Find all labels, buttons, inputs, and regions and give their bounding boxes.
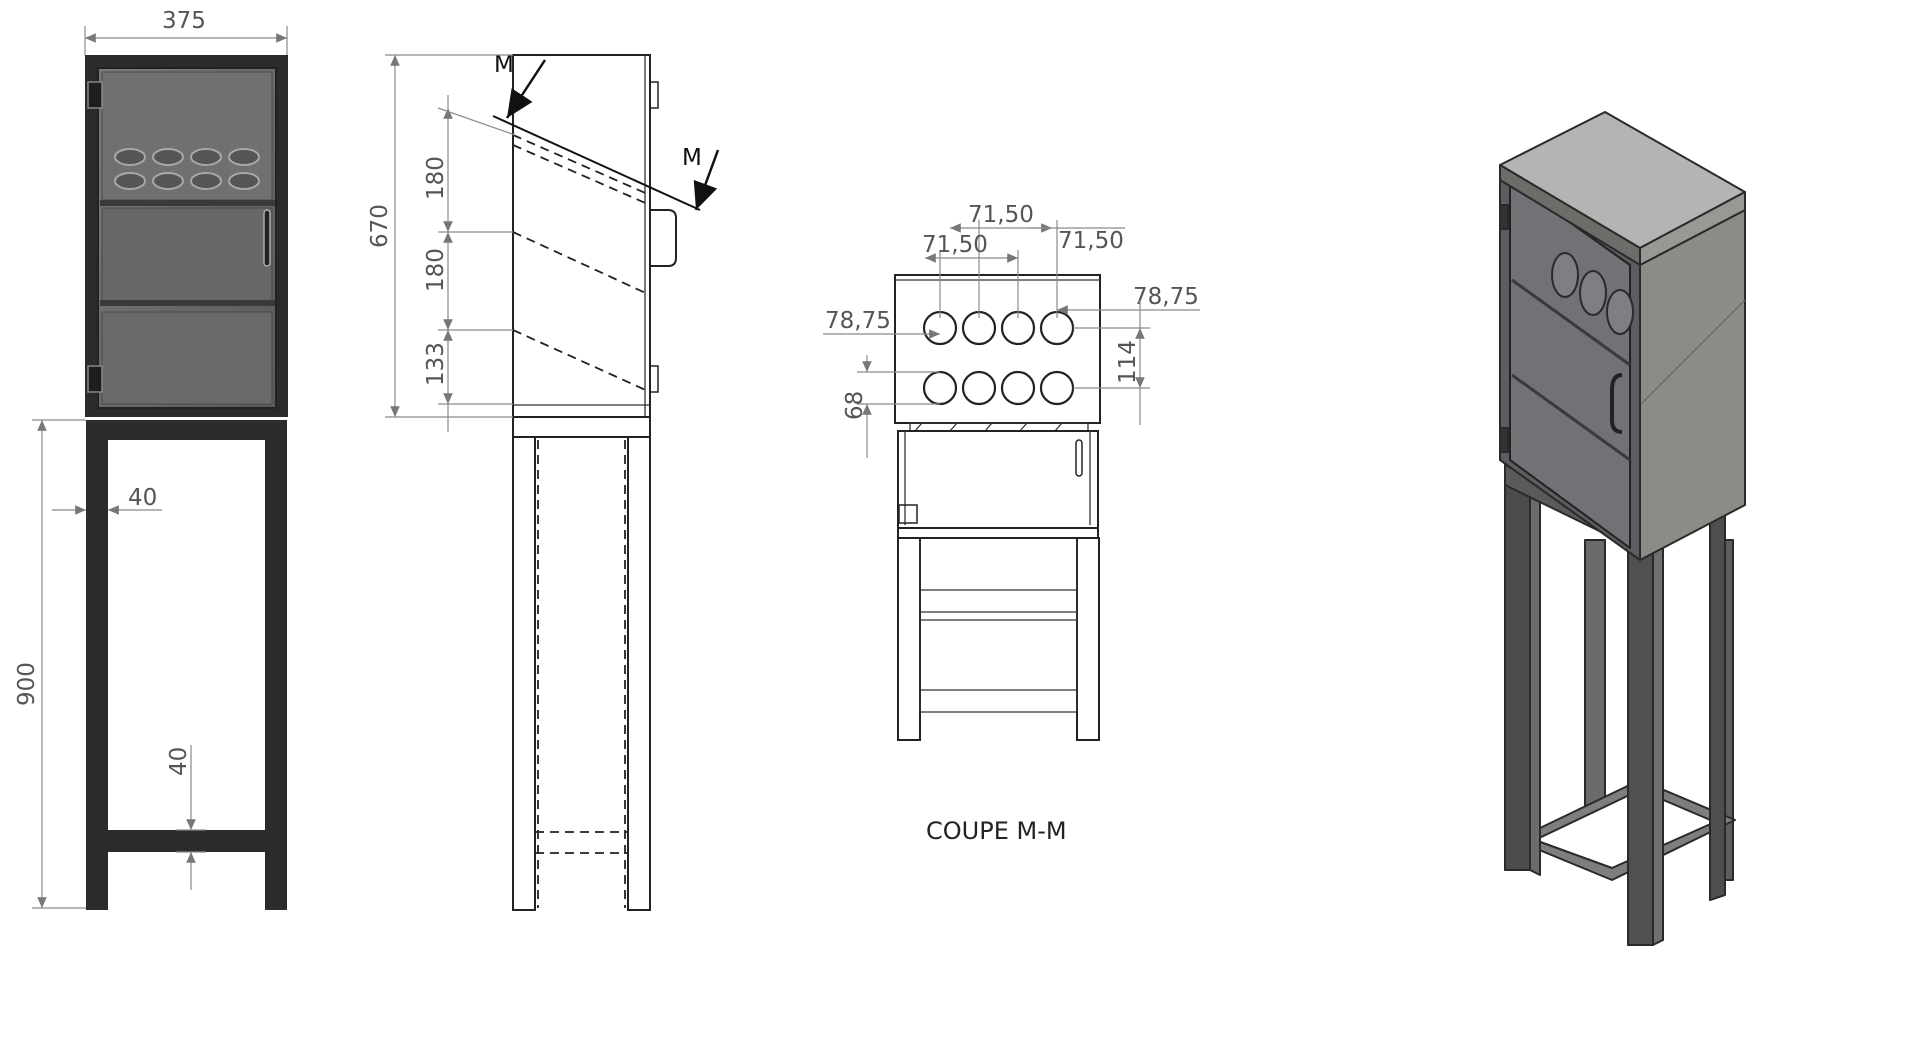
hinge-icon	[87, 81, 103, 109]
section-pitch-dimensions: 71,50 71,50 71,50	[922, 202, 1125, 318]
hinge-icon	[1499, 427, 1509, 453]
isometric-view	[1499, 111, 1746, 946]
front-base-height-dimension: 900	[14, 419, 86, 909]
section-caption: COUPE M-M	[926, 817, 1067, 845]
front-view: 375	[14, 8, 288, 910]
front-leg-width-label: 40	[128, 485, 157, 511]
front-leg-width-dimension: 40	[52, 485, 162, 515]
section-row-spacing-dimension: 114	[1073, 300, 1150, 425]
front-bottle-holes	[114, 148, 260, 190]
front-rail-height-label: 40	[166, 747, 192, 776]
side-spacing-dimensions: 180 180 133	[423, 95, 516, 432]
arrow-icon	[505, 59, 547, 119]
hinge-icon	[649, 365, 659, 393]
front-base-height-label: 900	[14, 662, 40, 706]
section-base	[897, 527, 1100, 741]
hinge-icon	[87, 365, 103, 393]
section-left-offset-label: 78,75	[825, 308, 891, 334]
side-spacing-bottom-label: 133	[423, 342, 449, 386]
side-spacing-mid-label: 180	[423, 248, 449, 292]
section-bottle-holes	[922, 310, 1075, 406]
section-right-offset-label: 78,75	[1133, 284, 1199, 310]
handle-icon	[1610, 373, 1623, 434]
side-spacing-top-label: 180	[423, 156, 449, 200]
side-total-height-label: 670	[367, 204, 393, 248]
side-total-height-dimension: 670	[367, 54, 513, 418]
section-hole-height-label: 68	[842, 391, 868, 420]
arrow-icon	[693, 149, 720, 211]
section-pitch-left-label: 71,50	[922, 232, 988, 258]
hinge-icon	[898, 504, 918, 524]
section-marker-top: M	[494, 52, 514, 78]
section-pitch-right-label: 71,50	[1058, 228, 1124, 254]
front-width-label: 375	[162, 8, 206, 34]
handle-icon	[650, 209, 677, 267]
section-row-spacing-label: 114	[1115, 340, 1141, 384]
hinge-icon	[649, 81, 659, 109]
section-pitch-top-label: 71,50	[968, 202, 1034, 228]
front-base	[86, 420, 287, 910]
front-cabinet	[85, 55, 288, 417]
front-width-dimension: 375	[84, 8, 288, 55]
side-base	[512, 416, 651, 911]
front-rail-height-dimension: 40	[166, 745, 206, 890]
handle-icon	[263, 209, 271, 267]
section-view: 71,50 71,50 71,50 78,75 78,75 114 68	[823, 202, 1200, 845]
side-view: M M 670	[367, 52, 720, 911]
section-offset-dimensions: 78,75 78,75	[823, 284, 1200, 339]
handle-icon	[1075, 439, 1083, 477]
section-hole-height-dimension: 68	[842, 355, 940, 458]
section-line	[492, 115, 701, 211]
section-marker-right: M	[682, 145, 702, 171]
hinge-icon	[1499, 204, 1509, 230]
